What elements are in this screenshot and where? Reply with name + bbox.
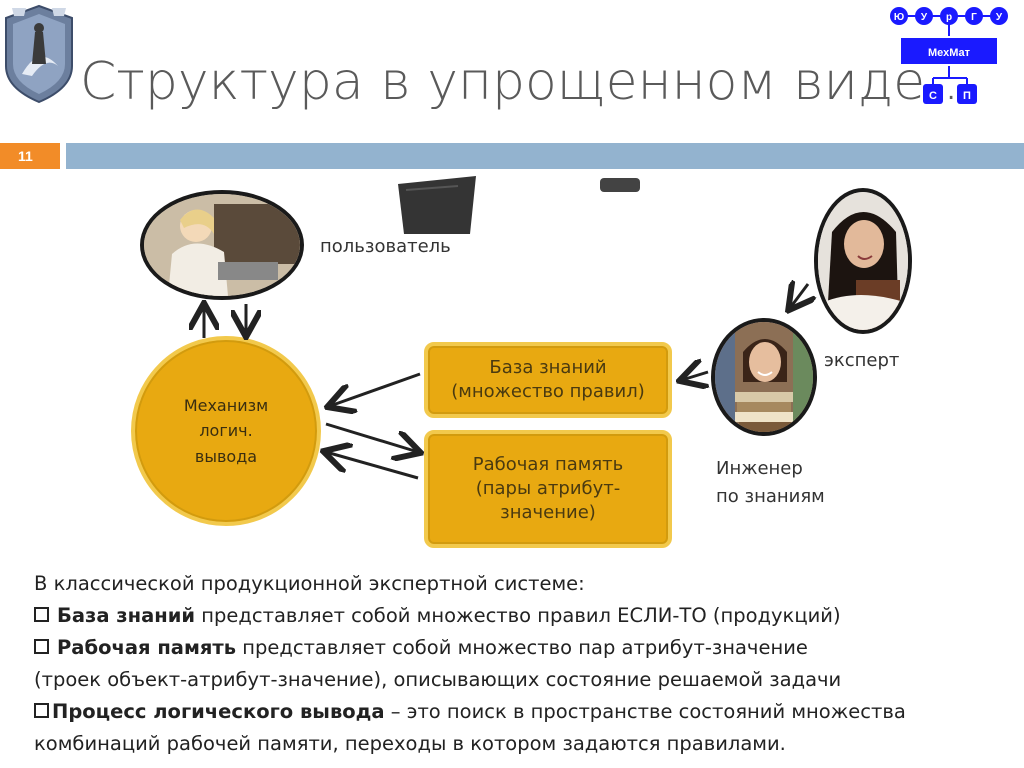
arrow-kb-to-engine xyxy=(330,374,420,406)
body-text: В классической продукционной экспертной … xyxy=(34,568,994,760)
bullet-3-continued: комбинаций рабочей памяти, переходы в ко… xyxy=(34,728,994,760)
bullet-3-bold: Процесс логического вывода xyxy=(52,700,385,723)
bullet-1-bold: База знаний xyxy=(57,604,195,627)
arrow-expert-to-engineer xyxy=(790,284,808,308)
arrow-engine-to-wm xyxy=(326,424,418,452)
bullet-2-continued: (троек объект-атрибут-значение), описыва… xyxy=(34,664,994,696)
bullet-3-rest: – это поиск в пространстве состояний мно… xyxy=(385,700,906,723)
bullet-2: Рабочая память представляет собой множес… xyxy=(34,632,994,664)
arrow-wm-to-engine xyxy=(326,452,418,478)
checkbox-bullet-icon xyxy=(34,607,49,622)
bullet-3: Процесс логического вывода – это поиск в… xyxy=(34,696,994,728)
bullet-1: База знаний представляет собой множество… xyxy=(34,600,994,632)
bullet-1-rest: представляет собой множество правил ЕСЛИ… xyxy=(195,604,841,627)
intro-line: В классической продукционной экспертной … xyxy=(34,568,994,600)
checkbox-bullet-icon xyxy=(34,703,49,718)
bullet-2-rest: представляет собой множество пар атрибут… xyxy=(236,636,808,659)
checkbox-bullet-icon xyxy=(34,639,49,654)
bullet-2-bold: Рабочая память xyxy=(57,636,236,659)
arrow-engineer-to-kb xyxy=(682,372,708,380)
